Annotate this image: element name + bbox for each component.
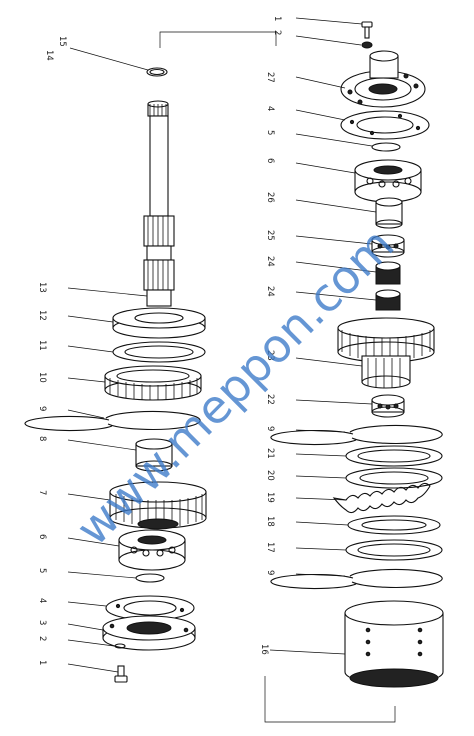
part-gear-7 (67, 481, 207, 530)
part-sleeve-8 (67, 438, 173, 472)
callout-12: 12 (37, 310, 47, 321)
part-needle-bearing-24a (295, 261, 401, 285)
part-plate-20 (295, 467, 443, 489)
callout-20: 20 (265, 470, 275, 481)
part-bearing-right (295, 159, 422, 203)
part-washer-left (67, 639, 126, 649)
part-bolt-top (295, 17, 373, 39)
part-bearing-left (67, 529, 186, 571)
part-bolt-left (67, 663, 128, 683)
callout-15: 15 (57, 36, 67, 47)
part-flange-12 (67, 307, 206, 339)
callout-23: 23 (265, 350, 275, 361)
part-disc-17 (295, 539, 443, 561)
group-bracket-top (159, 31, 277, 48)
part-snap-ring-14-15 (69, 47, 168, 77)
part-plate-18 (295, 515, 441, 535)
part-oring-left (67, 571, 165, 583)
callout-9-left: 9 (37, 406, 47, 411)
callout-4-right: 4 (265, 106, 275, 111)
group-bracket-bottom (264, 676, 396, 723)
part-drum-housing-16 (269, 600, 444, 688)
callout-21: 21 (265, 448, 275, 459)
callout-5-right: 5 (265, 130, 275, 135)
part-wave-spring-19 (295, 482, 431, 514)
callout-13: 13 (37, 282, 47, 293)
part-shaft-13 (67, 100, 175, 307)
callout-27: 27 (265, 72, 275, 83)
callout-4-left: 4 (37, 598, 47, 603)
part-gear-23 (295, 317, 435, 389)
callout-26: 26 (265, 192, 275, 203)
callout-6-right: 6 (265, 158, 275, 163)
callout-7: 7 (37, 490, 47, 495)
callout-9-right-a: 9 (265, 426, 275, 431)
part-snap-ring-right-b (270, 568, 443, 590)
part-snap-ring-left (24, 409, 201, 432)
callout-25: 25 (265, 230, 275, 241)
callout-8: 8 (37, 436, 47, 441)
part-sleeve-26 (295, 197, 403, 229)
callout-14: 14 (44, 50, 54, 61)
part-cover-27 (295, 50, 426, 108)
callout-2-left: 2 (37, 636, 47, 641)
callout-18: 18 (265, 516, 275, 527)
callout-2-top: 2 (272, 30, 282, 35)
callout-11: 11 (37, 340, 47, 351)
part-needle-bearing-24b (295, 289, 401, 311)
part-oring-right (295, 133, 401, 152)
callout-24-a: 24 (265, 256, 275, 267)
part-disc-11 (67, 341, 206, 363)
callout-1-left: 1 (37, 660, 47, 665)
callout-19: 19 (265, 492, 275, 503)
part-bearing-22 (295, 394, 405, 418)
callout-17: 17 (265, 542, 275, 553)
callout-24-b: 24 (265, 286, 275, 297)
callout-5-left: 5 (37, 568, 47, 573)
callout-22: 22 (265, 394, 275, 405)
callout-9-right-b: 9 (265, 570, 275, 575)
part-washer-top (295, 35, 373, 49)
part-bearing-25 (295, 234, 405, 258)
callout-1-top: 1 (272, 16, 282, 21)
part-gear-10 (67, 365, 202, 401)
part-snap-ring-right-a (270, 424, 443, 446)
part-gasket-right (295, 109, 430, 140)
callout-16: 16 (259, 644, 269, 655)
callout-6-left: 6 (37, 534, 47, 539)
callout-10: 10 (37, 372, 47, 383)
part-disc-21 (295, 445, 443, 467)
callout-3: 3 (37, 620, 47, 625)
part-gasket-left (67, 595, 195, 621)
part-flange-cover-3 (67, 615, 196, 651)
